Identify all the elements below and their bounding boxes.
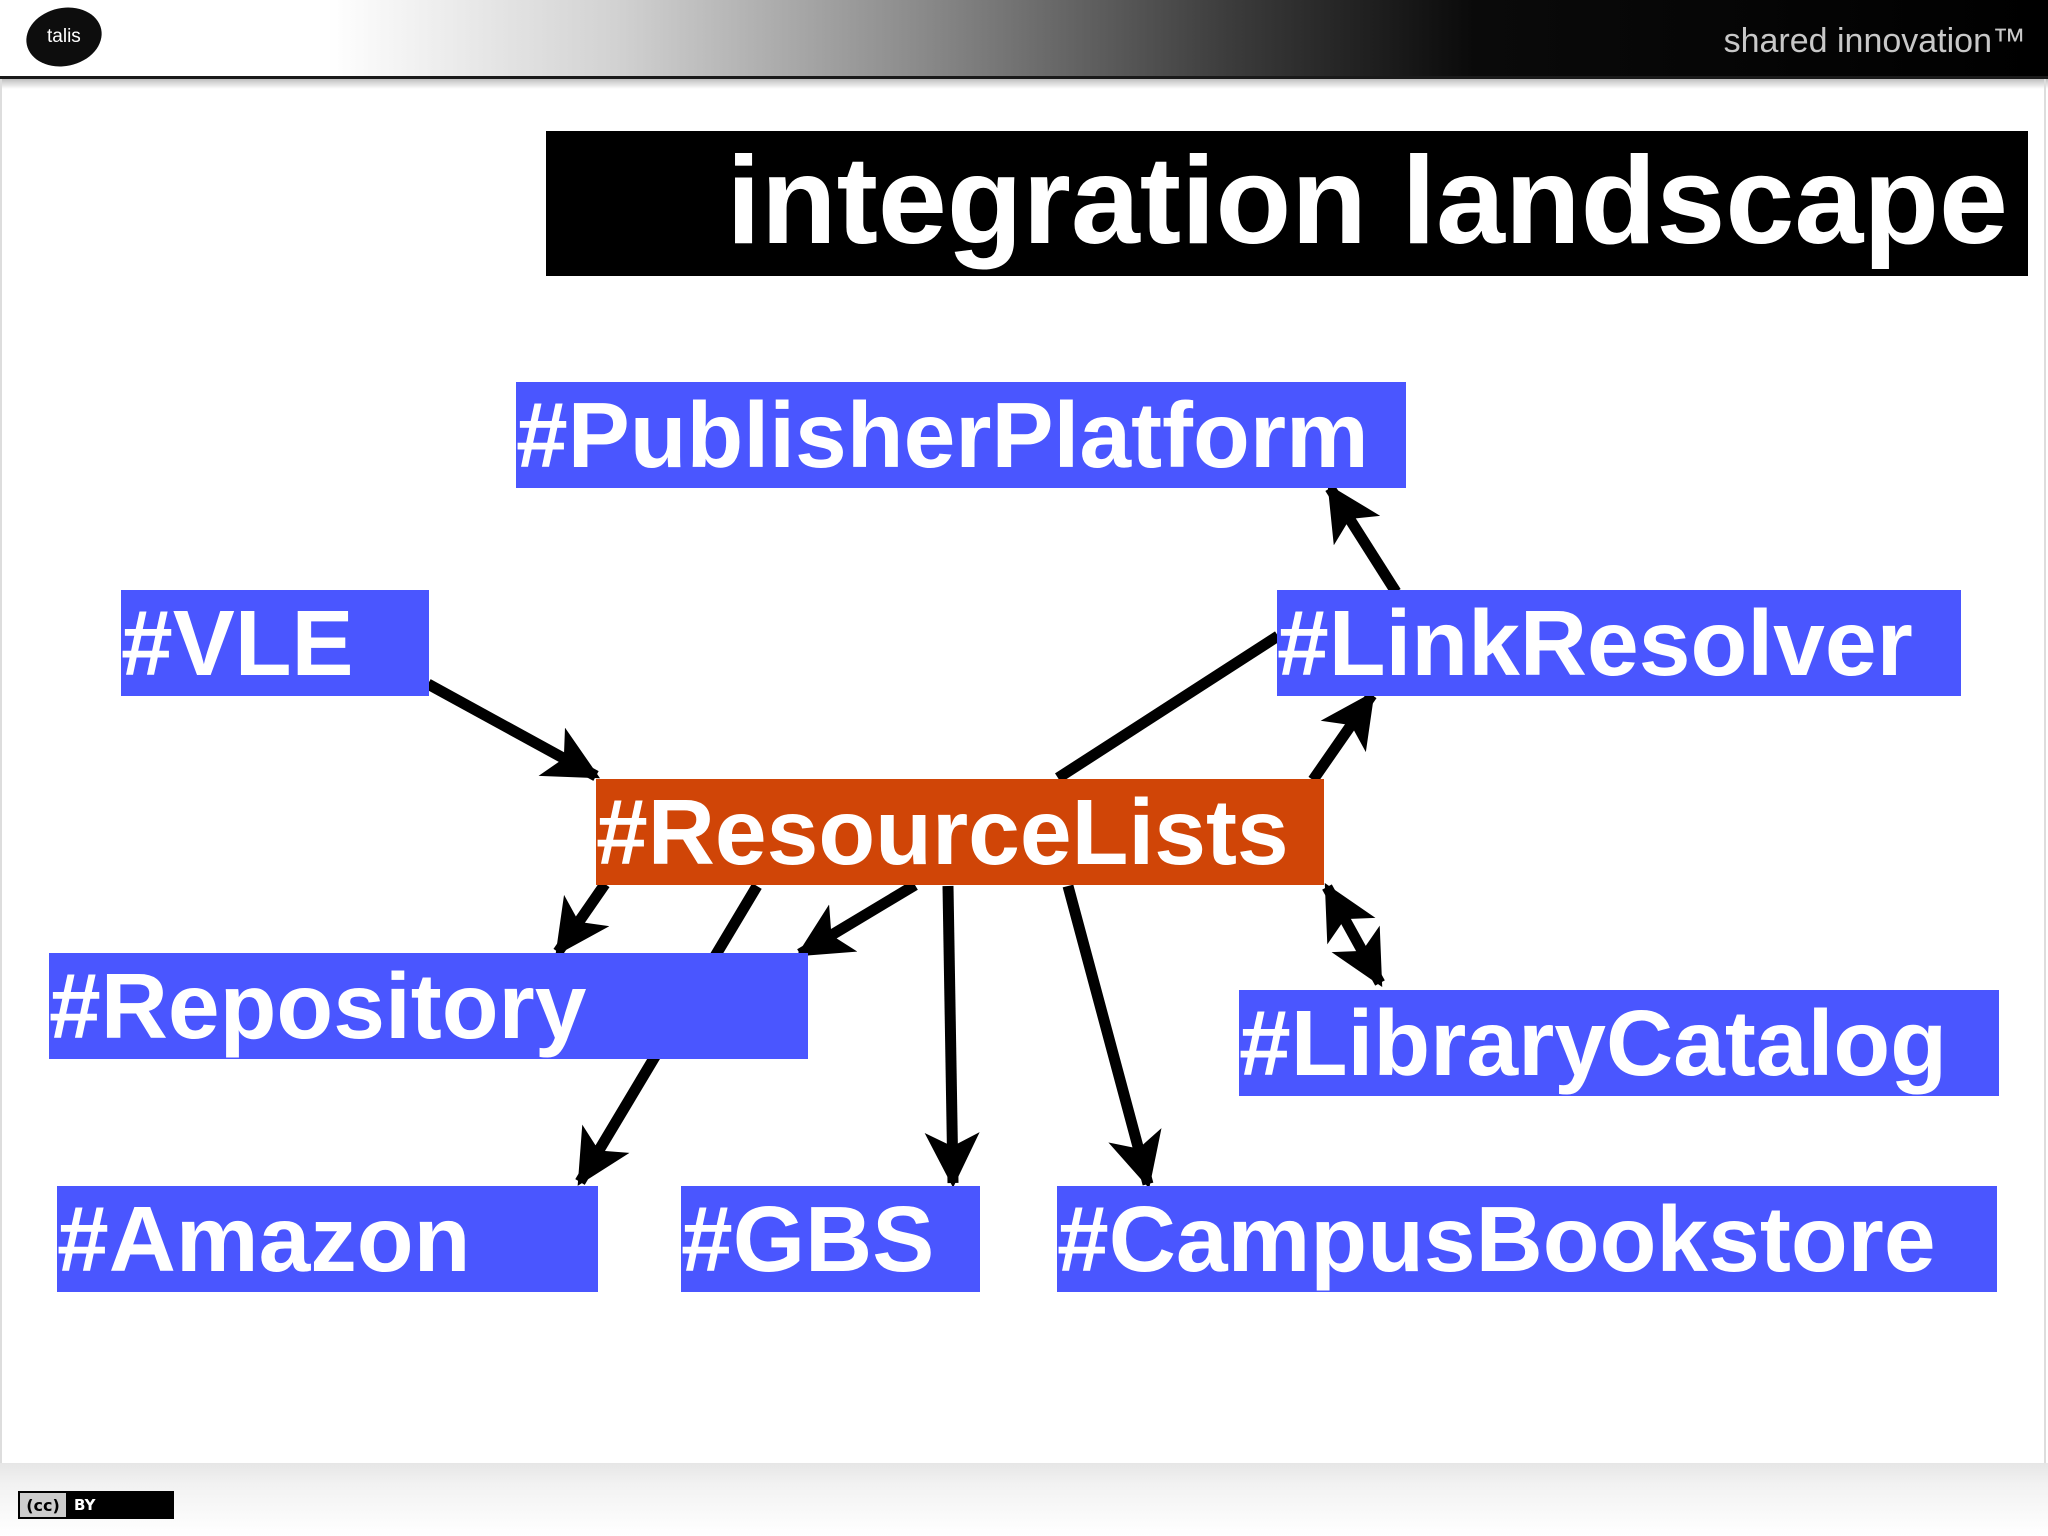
footer-bar: (cc) BY [0, 1463, 2048, 1536]
node-gbs: #GBS [681, 1186, 980, 1292]
arrow-resourcelists-to-gbs [924, 885, 980, 1188]
node-amazon: #Amazon [57, 1186, 598, 1292]
arrow-vle-to-resourcelists [425, 679, 601, 781]
arrow-resourcelists-to-linkresolver [1308, 691, 1377, 784]
header-bar: talis shared innovation™ [0, 0, 2048, 79]
slide-title: integration landscape [726, 132, 2008, 270]
arrow-resourcelists-libraryCatalog-both [1322, 882, 1385, 988]
node-label: #VLE [121, 590, 354, 695]
node-label: #ResourceLists [596, 779, 1289, 884]
node-vle: #VLE [121, 590, 429, 696]
node-label: #LinkResolver [1277, 590, 1913, 695]
node-repository: #Repository [49, 953, 808, 1059]
header-shadow [0, 79, 2048, 89]
line-resourcelists-linkresolver-behind [1055, 631, 1281, 783]
cc-by-label: BY [74, 1496, 96, 1514]
node-label: #GBS [681, 1186, 935, 1291]
cc-license-badge[interactable]: (cc) BY [18, 1491, 174, 1519]
arrow-resourcelists-to-repository-2 [796, 880, 918, 959]
arrow-linkresolver-to-publisherplatform [1325, 484, 1401, 595]
slide-title-bar: integration landscape [546, 131, 2028, 276]
node-label: #LibraryCatalog [1239, 990, 1948, 1095]
node-link-resolver: #LinkResolver [1277, 590, 1961, 696]
node-label: #Repository [49, 953, 587, 1058]
node-library-catalog: #LibraryCatalog [1239, 990, 1999, 1096]
node-label: #CampusBookstore [1057, 1186, 1936, 1291]
node-label: #PublisherPlatform [516, 382, 1369, 487]
node-campus-bookstore: #CampusBookstore [1057, 1186, 1997, 1292]
cc-icon: (cc) [20, 1493, 66, 1517]
arrow-resourcelists-to-repository [553, 880, 610, 956]
tagline: shared innovation™ [1723, 22, 2026, 60]
node-label: #Amazon [57, 1186, 471, 1291]
slide-border [0, 79, 2046, 1463]
arrow-resourcelists-to-campusbookstore [1062, 884, 1162, 1189]
node-publisher-platform: #PublisherPlatform [516, 382, 1406, 488]
node-resource-lists: #ResourceLists [596, 779, 1324, 885]
